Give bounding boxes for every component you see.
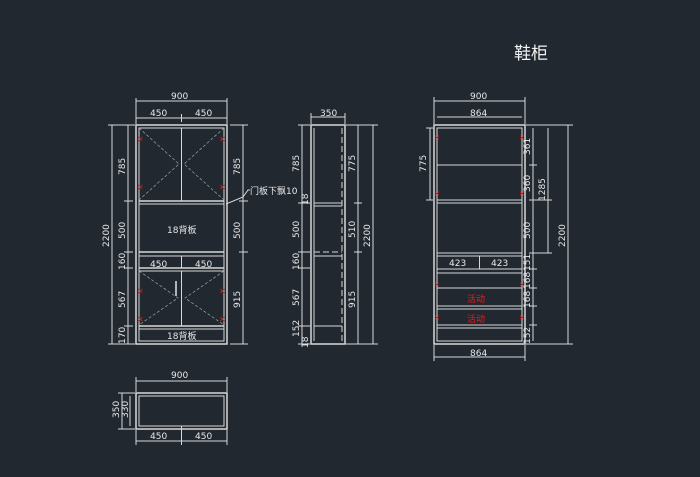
front-right-height-2: 500 <box>233 222 243 239</box>
svg-text:✕: ✕ <box>434 281 440 289</box>
plan-left-width: 450 <box>150 432 167 442</box>
interior-bottom-width: 864 <box>470 349 487 359</box>
movable-shelf-label-1: 活动 <box>467 293 485 305</box>
interior-right-height-1: 361 <box>523 138 533 155</box>
plan-view <box>118 377 228 445</box>
front-bottom-panel-label: 18背板 <box>167 330 196 342</box>
interior-right-total: 1285 <box>538 178 548 201</box>
side-left-height-6: 152 <box>292 320 302 337</box>
front-right-height-3: 915 <box>233 291 243 308</box>
front-total-width: 900 <box>171 92 188 102</box>
svg-text:✕: ✕ <box>219 183 226 192</box>
plan-width: 900 <box>171 371 188 381</box>
door-offset-annotation: 门板下飘10 <box>250 185 298 197</box>
side-left-height-4: 160 <box>292 253 302 270</box>
plan-depth-inner: 330 <box>121 401 131 418</box>
interior-right-height-4: 151 <box>523 254 533 271</box>
front-left-door-width: 450 <box>150 109 167 119</box>
side-left-height-5: 567 <box>292 289 302 306</box>
side-left-height-1: 785 <box>292 155 302 172</box>
front-drawer-right-width: 450 <box>195 260 212 270</box>
side-left-height-2: 18 <box>301 193 311 205</box>
front-height-total: 2200 <box>102 224 112 247</box>
interior-right-height-2: 360 <box>523 175 533 192</box>
svg-text:✕: ✕ <box>219 315 226 324</box>
svg-text:✕: ✕ <box>519 281 525 289</box>
drawing-title: 鞋柜 <box>514 44 548 64</box>
svg-text:✕: ✕ <box>434 314 440 322</box>
front-right-door-width: 450 <box>195 109 212 119</box>
side-right-height-3: 915 <box>348 291 358 308</box>
svg-text:✕: ✕ <box>434 134 440 142</box>
interior-right-height-5: 168 <box>523 272 533 289</box>
front-left-height-4: 567 <box>118 291 128 308</box>
interior-outer-total: 2200 <box>558 224 568 247</box>
svg-text:✕: ✕ <box>137 287 144 296</box>
front-left-height-2: 500 <box>118 222 128 239</box>
movable-shelf-label-2: 活动 <box>467 313 485 325</box>
svg-text:✕: ✕ <box>137 183 144 192</box>
side-total-height: 2200 <box>363 224 373 247</box>
side-depth: 350 <box>320 109 337 119</box>
svg-text:✕: ✕ <box>519 314 525 322</box>
side-right-height-2: 510 <box>348 221 358 238</box>
interior-drawer-left: 423 <box>449 259 466 269</box>
front-left-height-3: 160 <box>118 253 128 270</box>
interior-right-height-6: 168 <box>523 291 533 308</box>
side-left-height-3: 500 <box>292 221 302 238</box>
front-left-height-5: 170 <box>118 327 128 344</box>
interior-left-height: 775 <box>419 155 429 172</box>
svg-text:✕: ✕ <box>137 315 144 324</box>
front-drawer-left-width: 450 <box>150 260 167 270</box>
interior-right-height-7: 152 <box>523 327 533 344</box>
hinge-markers: ✕ ✕ ✕ ✕ ✕ ✕ ✕ ✕ ✕ ✕ ✕ ✕ ✕ ✕ ✕ ✕ <box>137 134 525 324</box>
interior-elevation <box>426 97 573 361</box>
side-elevation <box>298 113 378 345</box>
front-back-panel-label: 18背板 <box>167 224 196 236</box>
interior-right-height-3: 500 <box>523 222 533 239</box>
interior-inner-width: 864 <box>470 109 487 119</box>
svg-text:✕: ✕ <box>137 135 144 144</box>
plan-right-width: 450 <box>195 432 212 442</box>
plan-depth-outer: 350 <box>112 401 122 418</box>
side-right-height-1: 775 <box>348 155 358 172</box>
svg-text:✕: ✕ <box>519 190 525 198</box>
front-right-height-1: 785 <box>233 158 243 175</box>
svg-text:✕: ✕ <box>434 190 440 198</box>
side-left-height-7: 18 <box>301 336 311 348</box>
svg-text:✕: ✕ <box>519 134 525 142</box>
front-elevation <box>108 98 250 345</box>
svg-text:✕: ✕ <box>219 287 226 296</box>
interior-drawer-right: 423 <box>491 259 508 269</box>
svg-text:✕: ✕ <box>219 135 226 144</box>
front-left-height-1: 785 <box>118 158 128 175</box>
interior-total-width: 900 <box>470 92 487 102</box>
